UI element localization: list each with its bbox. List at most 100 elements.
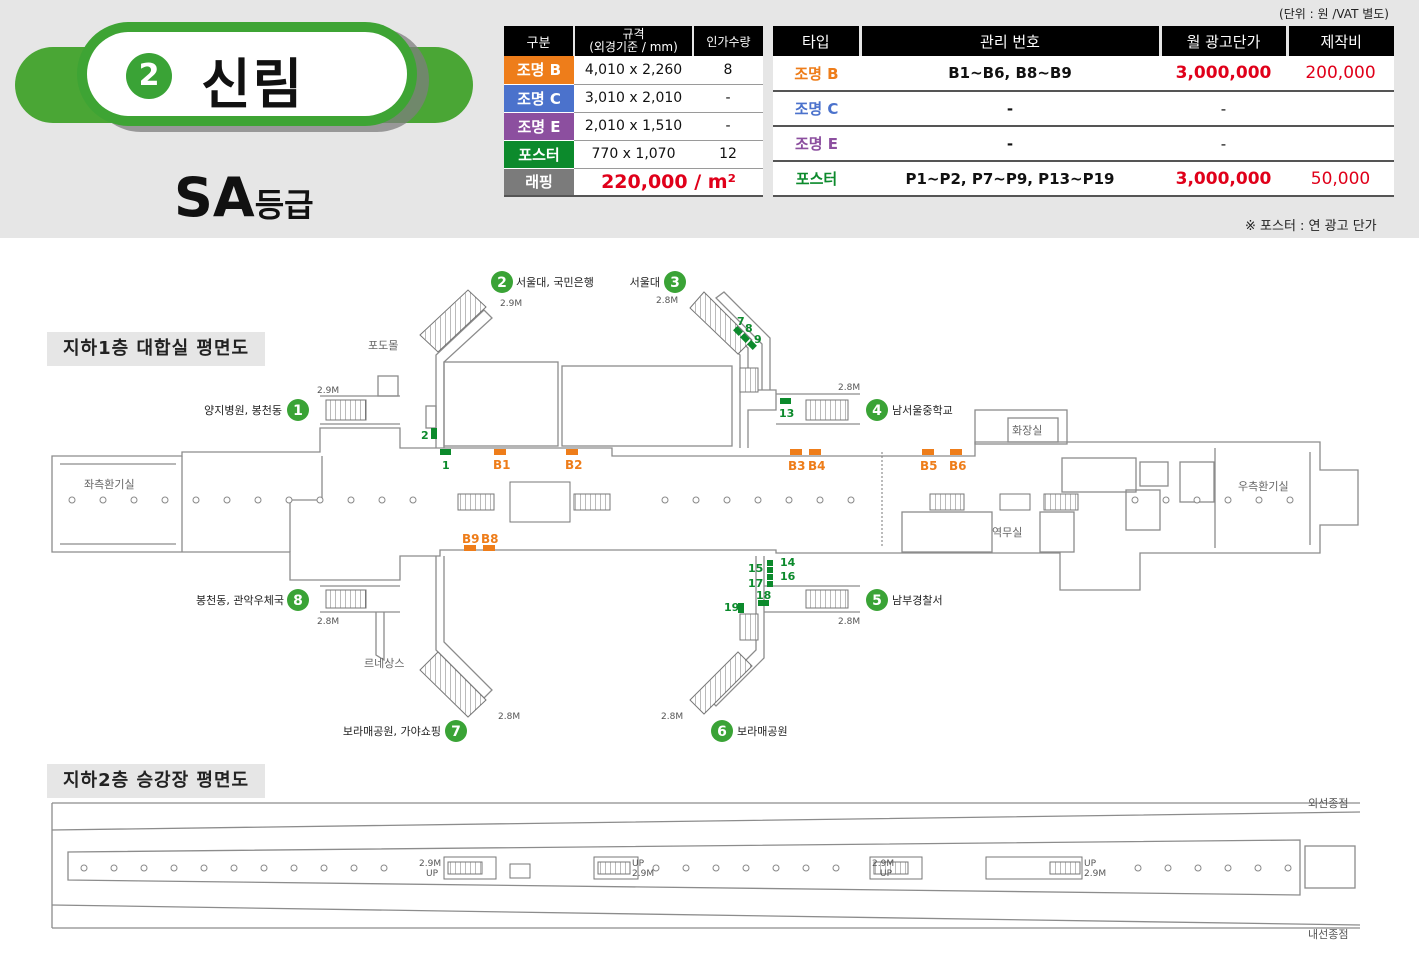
price-header-code: 관리 번호: [860, 26, 1162, 56]
exit-3-number: 3: [670, 275, 680, 291]
spec-type-cell: 조명 B: [504, 56, 574, 85]
price-table: 타입 관리 번호 월 광고단가 제작비 조명 B B1~B6, B8~B9 3,…: [773, 26, 1394, 197]
column-dot: [130, 496, 138, 504]
room-labels: 좌측환기실 우측환기실 화장실 역무실 포도몰 르네상스: [84, 339, 1289, 670]
poster-19-label: 19: [724, 601, 739, 614]
price-type-cell: 조명 E: [773, 126, 860, 162]
column-dot: [1164, 864, 1172, 872]
spec-header-size-main: 규격: [622, 27, 645, 41]
station-grade: SA등급: [174, 166, 314, 229]
platform-walls: [51, 802, 1361, 929]
poster-13-label: 13: [779, 407, 794, 420]
platform-esc-dir-4: UP: [1084, 859, 1097, 869]
price-header-fee: 제작비: [1287, 26, 1394, 56]
exit-3: 3 서울대 2.8M: [630, 271, 686, 306]
column-dot: [1254, 864, 1262, 872]
exit-2-label: 서울대, 국민은행: [516, 276, 594, 289]
floor-plan: 좌측환기실 우측환기실 화장실 역무실 포도몰 르네상스 1 양지병원, 봉천동…: [51, 271, 1361, 941]
platform-inner-end: 내선종점: [1308, 928, 1348, 941]
concourse-walls: [51, 291, 1359, 707]
poster-note: ※ 포스터 : 연 광고 단가: [1245, 219, 1377, 234]
spec-row: 조명 C 3,010 x 2,010 -: [504, 84, 763, 113]
exit-2: 2 서울대, 국민은행 2.9M: [491, 271, 594, 309]
price-price-cell: -: [1160, 91, 1287, 127]
spec-qty-cell: 12: [693, 140, 763, 169]
column-dot: [285, 496, 293, 504]
column-dot: [347, 496, 355, 504]
price-code-cell: B1~B6, B8~B9: [860, 56, 1160, 92]
unit-note: (단위 : 원 /VAT 별도): [1279, 7, 1389, 21]
platform-esc-dir-1: UP: [426, 869, 439, 879]
platform-escalators: [443, 856, 1083, 880]
column-dot: [1224, 496, 1232, 504]
column-dot: [754, 496, 762, 504]
exit-6-width: 2.8M: [661, 712, 683, 722]
exit-2-width: 2.9M: [500, 299, 522, 309]
spec-row: 포스터 770 x 1,070 12: [504, 140, 763, 169]
column-dot: [68, 496, 76, 504]
poster-15-mark: [767, 567, 773, 573]
exit-1: 1 양지병원, 봉천동 2.9M: [204, 386, 339, 421]
spec-size-cell: 3,010 x 2,010: [574, 84, 693, 113]
spec-qty-cell: 8: [693, 56, 763, 85]
platform-esc-dir-3: UP: [880, 869, 893, 879]
exit-2-number: 2: [497, 275, 507, 291]
room-left-vent: 좌측환기실: [84, 478, 135, 491]
price-code-cell: -: [860, 126, 1160, 162]
exit-1-width: 2.9M: [317, 386, 339, 396]
spec-wrap-type: 래핑: [504, 168, 574, 197]
poster-13-mark: [780, 398, 791, 404]
ad-b1-mark: [494, 449, 506, 455]
column-dot: [230, 864, 238, 872]
spec-header-qty: 인가수량: [693, 26, 763, 56]
column-dot: [742, 864, 750, 872]
column-dot: [409, 496, 417, 504]
column-dot: [140, 864, 148, 872]
column-dot: [1224, 864, 1232, 872]
ad-b9-label: B9: [462, 532, 480, 546]
column-dot: [110, 864, 118, 872]
column-dot: [170, 864, 178, 872]
exit-5-number: 5: [872, 593, 882, 609]
column-dot: [802, 864, 810, 872]
exit-3-width: 2.8M: [656, 296, 678, 306]
column-dot: [290, 864, 298, 872]
ad-b5-label: B5: [920, 459, 938, 473]
exit-5-label: 남부경찰서: [892, 594, 943, 607]
column-dot: [785, 496, 793, 504]
platform-esc-width-2: 2.9M: [632, 869, 654, 879]
room-toilet: 화장실: [1012, 424, 1042, 437]
column-dot: [692, 496, 700, 504]
ad-b3-label: B3: [788, 459, 806, 473]
platform-esc-width-1: 2.9M: [419, 859, 441, 869]
exit-4-number: 4: [872, 403, 882, 419]
price-header-row: 타입 관리 번호 월 광고단가 제작비: [773, 26, 1394, 56]
platform-outer-end: 외선종점: [1308, 797, 1348, 810]
room-shop-renaissance: 르네상스: [364, 657, 404, 670]
column-dot: [260, 864, 268, 872]
column-dot: [847, 496, 855, 504]
platform-columns: [80, 864, 1292, 872]
column-dot: [380, 864, 388, 872]
spec-header-type: 구분: [504, 26, 575, 56]
exit-markers: 1 양지병원, 봉천동 2.9M 2 서울대, 국민은행 2.9M 3 서울대 …: [196, 271, 953, 742]
column-dot: [1284, 864, 1292, 872]
exit-6-label: 보라매공원: [737, 725, 788, 738]
exit-5: 5 남부경찰서 2.8M: [838, 589, 943, 627]
price-price-cell: -: [1160, 126, 1287, 162]
poster-2-mark: [431, 428, 437, 439]
ad-b3-mark: [790, 449, 802, 455]
spec-size-cell: 770 x 1,070: [574, 140, 693, 169]
spec-type-cell: 조명 C: [504, 84, 574, 113]
spec-size-cell: 4,010 x 2,260: [574, 56, 693, 85]
platform-esc-width-3: 2.9M: [872, 859, 894, 869]
poster-14-label: 14: [780, 556, 796, 569]
column-dot: [378, 496, 386, 504]
poster-7-label: 7: [737, 315, 745, 328]
column-dot: [192, 496, 200, 504]
exit-1-label: 양지병원, 봉천동: [204, 403, 282, 417]
spec-row: 조명 B 4,010 x 2,260 8: [504, 56, 763, 85]
column-dot: [712, 864, 720, 872]
price-type-cell: 포스터: [773, 161, 860, 197]
poster-18-mark: [758, 600, 769, 606]
